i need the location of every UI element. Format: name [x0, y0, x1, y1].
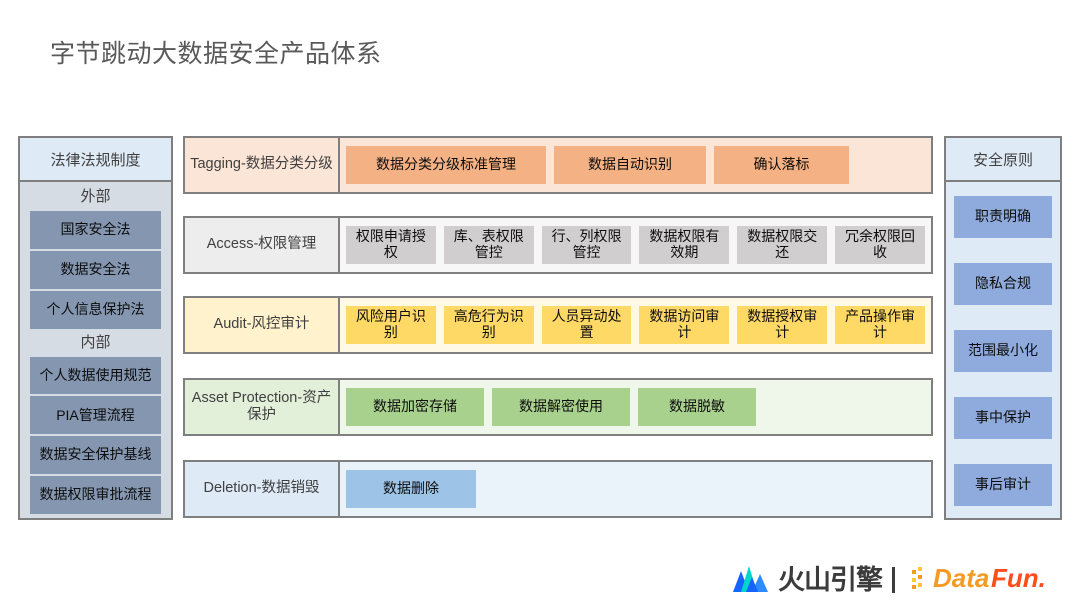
row-track-asset-protection: 数据加密存储 数据解密使用 数据脱敏 — [340, 378, 933, 436]
left-item-personal-information-protection-law[interactable]: 个人信息保护法 — [30, 290, 161, 329]
left-item-data-security-law[interactable]: 数据安全法 — [30, 250, 161, 289]
row-label-asset-protection: Asset Protection-资产保护 — [183, 378, 340, 436]
row-access: Access-权限管理 权限申请授权 库、表权限管控 行、列权限管控 数据权限有… — [183, 216, 933, 274]
chip-audit-product-operation-audit[interactable]: 产品操作审计 — [835, 306, 925, 344]
chip-audit-personnel-change-handling[interactable]: 人员异动处置 — [541, 306, 632, 344]
chip-access-redundant-permission-recovery[interactable]: 冗余权限回收 — [835, 226, 925, 264]
datafun-logo: Data Fun. — [911, 563, 1063, 598]
volcano-engine-wordmark: 火山引擎 — [778, 564, 883, 595]
row-audit: Audit-风控审计 风险用户识别 高危行为识别 人员异动处置 数据访问审计 数… — [183, 296, 933, 354]
left-group-label-internal: 内部 — [80, 333, 111, 351]
row-asset-protection: Asset Protection-资产保护 数据加密存储 数据解密使用 数据脱敏 — [183, 378, 933, 436]
row-label-access: Access-权限管理 — [183, 216, 340, 274]
chip-access-request-authorization[interactable]: 权限申请授权 — [346, 226, 436, 264]
chip-asset-decryption-usage[interactable]: 数据解密使用 — [492, 388, 630, 426]
chip-audit-data-access-audit[interactable]: 数据访问审计 — [639, 306, 730, 344]
left-item-personal-data-usage-spec[interactable]: 个人数据使用规范 — [30, 356, 161, 395]
left-sidebar-body: 外部 国家安全法 数据安全法 个人信息保护法 内部 个人数据使用规范 PIA管理… — [18, 182, 173, 520]
right-sidebar-body: 职责明确 隐私合规 范围最小化 事中保护 事后审计 — [944, 182, 1062, 520]
left-sidebar-header: 法律法规制度 — [18, 136, 173, 182]
chip-audit-data-authorization-audit[interactable]: 数据授权审计 — [737, 306, 828, 344]
left-item-data-permission-approval-process[interactable]: 数据权限审批流程 — [30, 476, 161, 515]
row-track-audit: 风险用户识别 高危行为识别 人员异动处置 数据访问审计 数据授权审计 产品操作审… — [340, 296, 933, 354]
right-item-post-audit[interactable]: 事后审计 — [954, 464, 1052, 506]
row-track-deletion: 数据删除 — [340, 460, 933, 518]
footer-logos: 火山引擎 Data Fun. — [730, 558, 1063, 602]
row-label-tagging: Tagging-数据分类分级 — [183, 136, 340, 194]
left-sidebar: 法律法规制度 外部 国家安全法 数据安全法 个人信息保护法 内部 个人数据使用规… — [18, 136, 173, 520]
right-item-in-process-protection[interactable]: 事中保护 — [954, 397, 1052, 439]
chip-asset-encrypted-storage[interactable]: 数据加密存储 — [346, 388, 484, 426]
mountain-icon — [730, 562, 770, 599]
svg-text:Fun.: Fun. — [991, 563, 1046, 593]
chip-access-row-column-control[interactable]: 行、列权限管控 — [541, 226, 632, 264]
chip-access-permission-handover[interactable]: 数据权限交还 — [737, 226, 828, 264]
chip-audit-risk-user-identification[interactable]: 风险用户识别 — [346, 306, 436, 344]
right-item-privacy-compliance[interactable]: 隐私合规 — [954, 263, 1052, 305]
row-track-tagging: 数据分类分级标准管理 数据自动识别 确认落标 — [340, 136, 933, 194]
volcano-engine-logo: 火山引擎 — [730, 562, 895, 599]
left-item-data-security-baseline[interactable]: 数据安全保护基线 — [30, 436, 161, 475]
chip-tagging-confirm-label[interactable]: 确认落标 — [714, 146, 849, 184]
chip-tagging-auto-recognition[interactable]: 数据自动识别 — [554, 146, 706, 184]
chip-asset-data-masking[interactable]: 数据脱敏 — [638, 388, 756, 426]
chip-deletion-data-delete[interactable]: 数据删除 — [346, 470, 476, 508]
dots-icon — [911, 565, 933, 596]
left-item-pia-process[interactable]: PIA管理流程 — [30, 396, 161, 435]
row-label-deletion: Deletion-数据销毁 — [183, 460, 340, 518]
chip-tagging-standard-management[interactable]: 数据分类分级标准管理 — [346, 146, 546, 184]
chip-access-permission-validity[interactable]: 数据权限有效期 — [639, 226, 730, 264]
datafun-wordmark: Data Fun. — [933, 563, 1063, 598]
page-title: 字节跳动大数据安全产品体系 — [50, 40, 382, 68]
right-item-clear-responsibility[interactable]: 职责明确 — [954, 196, 1052, 238]
row-tagging: Tagging-数据分类分级 数据分类分级标准管理 数据自动识别 确认落标 — [183, 136, 933, 194]
left-group-label-external: 外部 — [80, 188, 111, 205]
right-item-minimal-scope[interactable]: 范围最小化 — [954, 330, 1052, 372]
row-track-access: 权限申请授权 库、表权限管控 行、列权限管控 数据权限有效期 数据权限交还 冗余… — [340, 216, 933, 274]
logo-divider — [892, 567, 895, 593]
chip-audit-high-risk-behavior-identification[interactable]: 高危行为识别 — [443, 306, 534, 344]
row-deletion: Deletion-数据销毁 数据删除 — [183, 460, 933, 518]
right-sidebar: 安全原则 职责明确 隐私合规 范围最小化 事中保护 事后审计 — [944, 136, 1062, 520]
chip-access-db-table-control[interactable]: 库、表权限管控 — [443, 226, 534, 264]
right-sidebar-header: 安全原则 — [944, 136, 1062, 182]
left-item-national-security-law[interactable]: 国家安全法 — [30, 211, 161, 249]
row-label-audit: Audit-风控审计 — [183, 296, 340, 354]
svg-text:Data: Data — [933, 563, 989, 593]
